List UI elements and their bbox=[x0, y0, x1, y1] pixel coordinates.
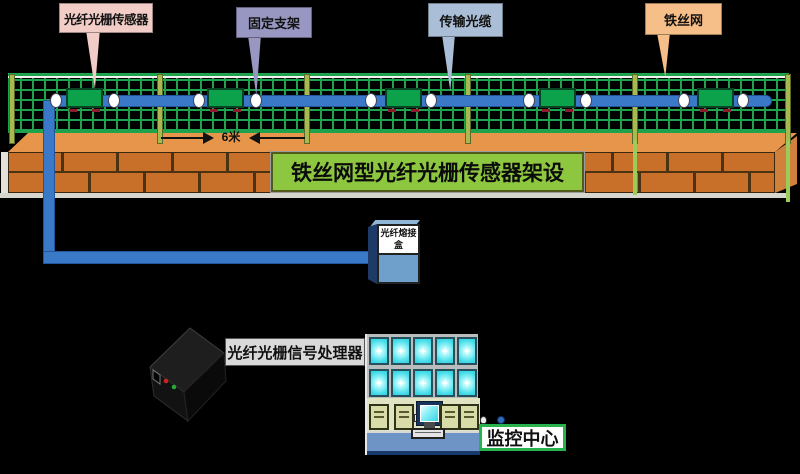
sensor-clip bbox=[92, 109, 100, 112]
grating-sensor bbox=[385, 88, 422, 108]
fence-post bbox=[465, 74, 471, 144]
bracket-oval bbox=[580, 93, 592, 108]
fence-top-rail bbox=[8, 73, 789, 76]
callout-transmission-cable: 传输光缆 bbox=[428, 3, 503, 37]
ground-strip bbox=[0, 193, 790, 198]
dimension-arrowhead bbox=[203, 132, 214, 144]
keyboard bbox=[411, 428, 445, 439]
screen-glare-icon bbox=[375, 379, 383, 387]
wall-end-face bbox=[1, 152, 8, 194]
callout-wire-mesh: 铁丝网 bbox=[645, 3, 722, 35]
sensor-clip bbox=[69, 109, 77, 112]
dimension-line bbox=[260, 137, 305, 139]
bracket-oval bbox=[678, 93, 690, 108]
computer-tower bbox=[459, 404, 479, 430]
fence-post bbox=[9, 74, 15, 144]
wall-screen bbox=[413, 369, 433, 397]
sensor-clip bbox=[565, 109, 573, 112]
sensor-clip bbox=[210, 109, 218, 112]
callout-fixed-bracket: 固定支架 bbox=[236, 7, 312, 38]
sensor-clip bbox=[411, 109, 419, 112]
callout-pointer bbox=[657, 34, 670, 77]
optical-port bbox=[152, 369, 161, 385]
screen-wall-row bbox=[369, 369, 478, 397]
screen-glare-icon bbox=[419, 379, 427, 387]
bracket-oval bbox=[250, 93, 262, 108]
screen-glare-icon bbox=[463, 379, 471, 387]
monitoring-center-label: 监控中心 bbox=[479, 424, 566, 451]
grating-sensor bbox=[539, 88, 576, 108]
sensor-clip bbox=[388, 109, 396, 112]
green-led bbox=[171, 384, 177, 390]
bracket-oval bbox=[365, 93, 377, 108]
bracket-oval bbox=[193, 93, 205, 108]
globe-ornament bbox=[497, 416, 505, 424]
sensor-clip bbox=[700, 109, 708, 112]
monitor-stand bbox=[424, 422, 435, 428]
fence-top-rail-highlight bbox=[8, 76, 789, 78]
wall-screen bbox=[457, 369, 477, 397]
callout-grating-sensor: 光纤光栅传感器 bbox=[59, 3, 153, 33]
drop-cable-vertical bbox=[43, 100, 55, 264]
wall-screen bbox=[435, 337, 455, 365]
drop-cable-horizontal bbox=[43, 251, 375, 264]
computer-tower bbox=[394, 404, 414, 430]
dimension-arrowhead bbox=[249, 132, 260, 144]
screen-glare-icon bbox=[463, 347, 471, 355]
sensor-clip bbox=[233, 109, 241, 112]
splice-box-body bbox=[377, 255, 420, 284]
screen-glare-icon bbox=[441, 347, 449, 355]
grating-sensor bbox=[207, 88, 244, 108]
fence-post bbox=[785, 74, 791, 144]
equipment-shelf bbox=[367, 398, 505, 431]
mouse bbox=[480, 416, 487, 424]
bracket-oval bbox=[425, 93, 437, 108]
signal-processor-device bbox=[149, 327, 227, 423]
sensor-clip bbox=[723, 109, 731, 112]
sensor-clip bbox=[542, 109, 550, 112]
fiber-splice-box: 光纤熔接盒 bbox=[365, 218, 423, 288]
grating-sensor bbox=[697, 88, 734, 108]
splice-box-side bbox=[368, 224, 377, 284]
bracket-oval bbox=[50, 93, 62, 108]
banner-title: 铁丝网型光纤光栅传感器架设 bbox=[271, 152, 584, 192]
wall-screen bbox=[369, 337, 389, 365]
wall-screen bbox=[369, 369, 389, 397]
fence-post-ground bbox=[633, 140, 637, 195]
computer-tower bbox=[440, 404, 460, 430]
screen-wall-row bbox=[369, 337, 478, 365]
wall-screen bbox=[391, 337, 411, 365]
screen-glare-icon bbox=[397, 347, 405, 355]
bracket-oval bbox=[108, 93, 120, 108]
splice-box-label: 光纤熔接盒 bbox=[377, 224, 420, 255]
dimension-label: 6米 bbox=[221, 130, 241, 144]
desk-edge bbox=[367, 451, 480, 455]
fence-post bbox=[157, 74, 163, 144]
bracket-oval bbox=[737, 93, 749, 108]
screen-glare-icon bbox=[441, 379, 449, 387]
desk-monitor bbox=[416, 401, 443, 426]
screen-glare-icon bbox=[419, 347, 427, 355]
wall-screen bbox=[435, 369, 455, 397]
fence-post bbox=[632, 74, 638, 144]
dimension-line bbox=[161, 137, 205, 139]
wall-screen bbox=[391, 369, 411, 397]
bracket-oval bbox=[523, 93, 535, 108]
processor-label: 光纤光栅信号处理器 bbox=[225, 338, 365, 366]
computer-tower bbox=[369, 404, 389, 430]
red-led bbox=[163, 378, 169, 384]
desk-monitor-screen bbox=[420, 405, 439, 422]
grating-sensor bbox=[66, 88, 103, 108]
screen-glare-icon bbox=[397, 379, 405, 387]
wall-screen bbox=[413, 337, 433, 365]
fence-post-ground bbox=[786, 140, 790, 202]
fence-post bbox=[304, 74, 310, 144]
screen-glare-icon bbox=[375, 347, 383, 355]
monitoring-center bbox=[365, 334, 505, 455]
wall-screen bbox=[457, 337, 477, 365]
